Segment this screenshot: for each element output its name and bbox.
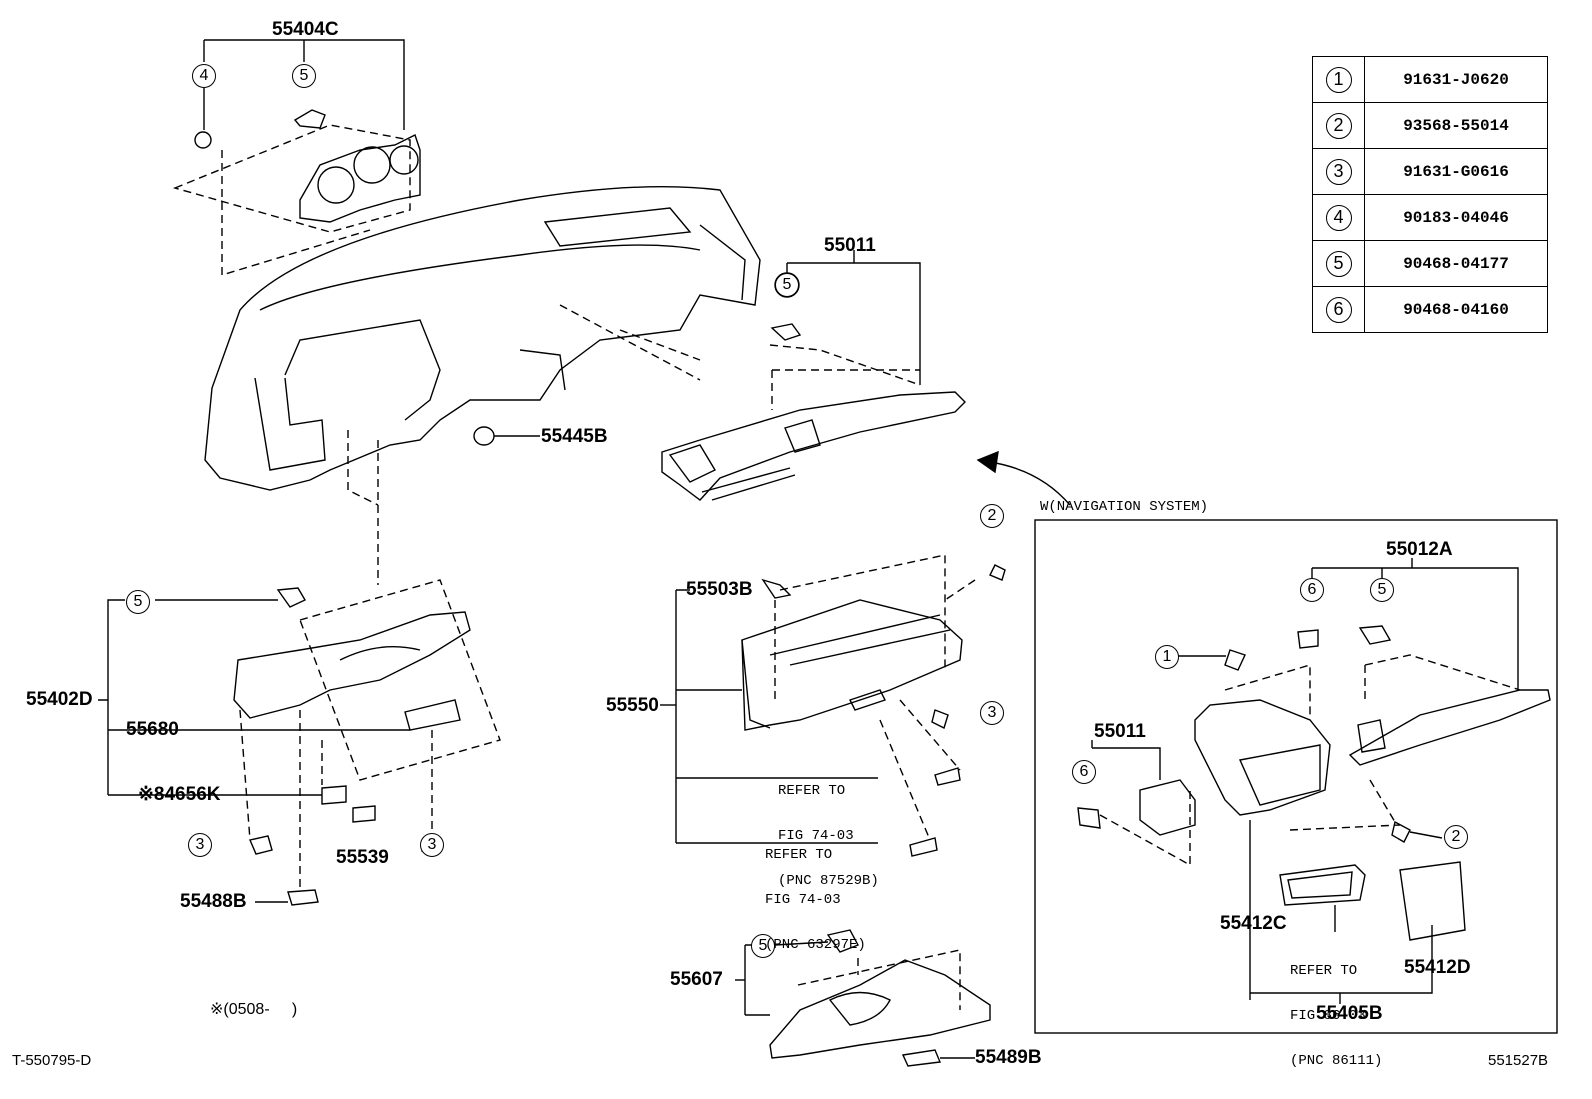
part-label-55402D: 55402D xyxy=(26,689,93,710)
callout-6: 6 xyxy=(1300,578,1324,602)
refer-note-line: FIG 86-03 xyxy=(1290,1008,1366,1024)
refer-note-line: FIG 74-03 xyxy=(765,892,841,908)
refer-note-fig-86-03: REFER TO FIG 86-03 (PNC 86111) xyxy=(1290,934,1382,1084)
refer-note-line: (PNC 63297E) xyxy=(765,937,866,953)
lower-cover-drawing xyxy=(98,430,501,906)
refer-note-line: REFER TO xyxy=(765,847,833,863)
refer-note-line: REFER TO xyxy=(1290,963,1358,979)
legend-row: 6 90468-04160 xyxy=(1312,286,1548,333)
refer-note-line: (PNC 87529B) xyxy=(778,873,879,889)
callout-2: 2 xyxy=(980,504,1004,528)
part-label-55489B: 55489B xyxy=(975,1047,1042,1068)
legend-number: 2 xyxy=(1325,112,1352,139)
part-label-55503B: 55503B xyxy=(686,579,753,600)
part-label-84656K: ※84656K xyxy=(138,784,221,805)
refer-note-line: FIG 74-03 xyxy=(778,828,854,844)
callout-5: 5 xyxy=(751,934,775,958)
legend-number-cell: 5 xyxy=(1312,240,1365,287)
instrument-panel-drawing xyxy=(204,185,761,491)
callout-5: 5 xyxy=(1370,578,1394,602)
part-label-55488B: 55488B xyxy=(180,891,247,912)
figure-code-left: T-550795-D xyxy=(12,1052,92,1069)
legend-part-number: 90183-04046 xyxy=(1364,194,1548,241)
legend-number: 1 xyxy=(1325,66,1352,93)
part-label-55404C: 55404C xyxy=(272,19,339,40)
legend-row: 3 91631-G0616 xyxy=(1312,148,1548,195)
legend-number-cell: 6 xyxy=(1312,286,1365,333)
legend-part-number: 93568-55014 xyxy=(1364,102,1548,149)
part-label-55680: 55680 xyxy=(126,719,179,740)
callout-6: 6 xyxy=(1072,760,1096,784)
part-label-55607: 55607 xyxy=(670,969,723,990)
navigation-arrow xyxy=(976,450,1071,506)
callout-4: 4 xyxy=(192,64,216,88)
legend-number-cell: 3 xyxy=(1312,148,1365,195)
meter-visor-drawing xyxy=(172,39,421,276)
callout-3: 3 xyxy=(420,833,444,857)
legend-number: 3 xyxy=(1325,158,1352,185)
legend-number: 5 xyxy=(1325,250,1352,277)
refer-note-line: REFER TO xyxy=(778,783,846,799)
refer-note-fig-74-03-b: REFER TO FIG 74-03 (PNC 63297E) xyxy=(765,818,866,968)
glove-box-drawing xyxy=(660,554,1006,857)
part-label-55412C: 55412C xyxy=(1220,913,1287,934)
part-label-55012A: 55012A xyxy=(1386,539,1453,560)
legend-number: 6 xyxy=(1325,296,1352,323)
refer-note-fig-74-03-a: REFER TO FIG 74-03 (PNC 87529B) xyxy=(778,754,879,904)
legend-row: 2 93568-55014 xyxy=(1312,102,1548,149)
legend-row: 5 90468-04177 xyxy=(1312,240,1548,287)
legend-part-number: 90468-04160 xyxy=(1364,286,1548,333)
callout-5: 5 xyxy=(126,590,150,614)
upper-box-drawing xyxy=(559,250,966,501)
legend-number-cell: 4 xyxy=(1312,194,1365,241)
callout-3: 3 xyxy=(188,833,212,857)
part-label-55011: 55011 xyxy=(824,235,876,256)
legend-row: 4 90183-04046 xyxy=(1312,194,1548,241)
part-label-55412D: 55412D xyxy=(1404,957,1471,978)
legend-part-number: 91631-J0620 xyxy=(1364,56,1548,103)
callout-5: 5 xyxy=(292,64,316,88)
part-number-legend: 1 91631-J0620 2 93568-55014 3 91631-G0616 4 901… xyxy=(1312,56,1548,333)
legend-number-cell: 2 xyxy=(1312,102,1365,149)
figure-code-right: 551527B xyxy=(1488,1052,1549,1069)
navigation-system-label: W(NAVIGATION SYSTEM) xyxy=(1040,499,1209,515)
clip-55445B-drawing xyxy=(473,426,540,446)
callout-1: 1 xyxy=(1155,645,1179,669)
legend-number: 4 xyxy=(1325,204,1352,231)
date-range-note: ※(0508- ) xyxy=(210,1001,298,1018)
part-label-55445B: 55445B xyxy=(541,426,608,447)
part-label-55539: 55539 xyxy=(336,847,389,868)
part-label-55011-nav: 55011 xyxy=(1094,721,1146,742)
legend-number-cell: 1 xyxy=(1312,56,1365,103)
legend-row: 1 91631-J0620 xyxy=(1312,56,1548,103)
legend-part-number: 91631-G0616 xyxy=(1364,148,1548,195)
callout-2: 2 xyxy=(1444,825,1468,849)
refer-note-line: (PNC 86111) xyxy=(1290,1053,1383,1069)
part-label-55405B: 55405B xyxy=(1316,1003,1383,1024)
callout-3: 3 xyxy=(980,701,1004,725)
legend-part-number: 90468-04177 xyxy=(1364,240,1548,287)
callout-5: 5 xyxy=(775,273,799,297)
part-label-55550: 55550 xyxy=(606,695,659,716)
